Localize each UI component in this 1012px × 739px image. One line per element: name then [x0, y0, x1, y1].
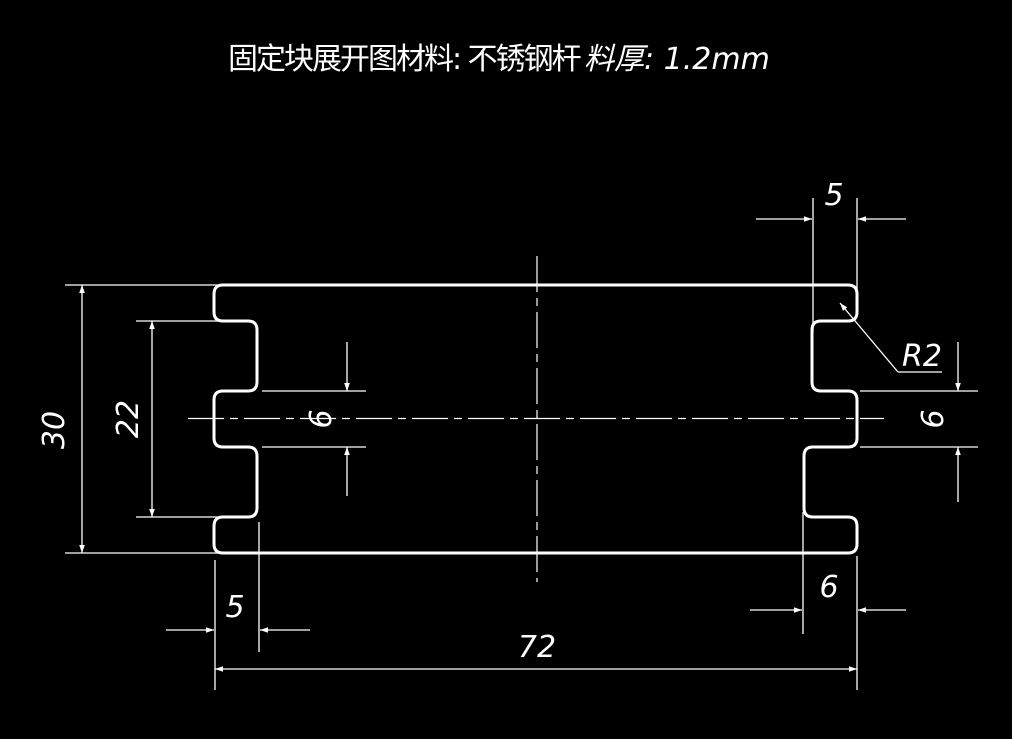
dimension-overall-width: 72 [215, 630, 857, 672]
dimension-left-tab-height: 6 [262, 342, 366, 496]
thickness-label: 料厚: 1.2mm [584, 42, 770, 77]
drawing-title: 固定块展开图 材料: 不锈钢杆 料厚: 1.2mm [0, 38, 1012, 82]
centerlines [188, 256, 884, 582]
dimension-inner-height: 22 [111, 320, 243, 518]
dim-text-22: 22 [111, 400, 146, 438]
dimension-top-notch-depth: 5 [756, 178, 906, 332]
dim-text-bottom-5: 5 [225, 590, 244, 625]
dimension-right-tab-height: 6 [860, 342, 978, 502]
dimension-overall-height: 30 [37, 284, 222, 554]
part-name-label: 固定块展开图 [228, 42, 398, 77]
dimension-bottom-left-notch-depth: 5 [166, 522, 310, 690]
dim-text-bottom-6: 6 [819, 570, 838, 605]
dim-text-left-6: 6 [304, 409, 339, 428]
part-outline [212, 283, 859, 555]
dim-text-r2: R2 [902, 339, 942, 374]
dim-text-right-6: 6 [916, 409, 951, 428]
dim-text-30: 30 [37, 411, 72, 449]
dim-text-top-5: 5 [824, 178, 843, 213]
dim-text-72: 72 [518, 630, 556, 665]
material-label: 材料: 不锈钢杆 [396, 42, 582, 77]
radius-callout: R2 [839, 302, 942, 374]
dimension-bottom-right-notch-depth: 6 [750, 512, 906, 690]
